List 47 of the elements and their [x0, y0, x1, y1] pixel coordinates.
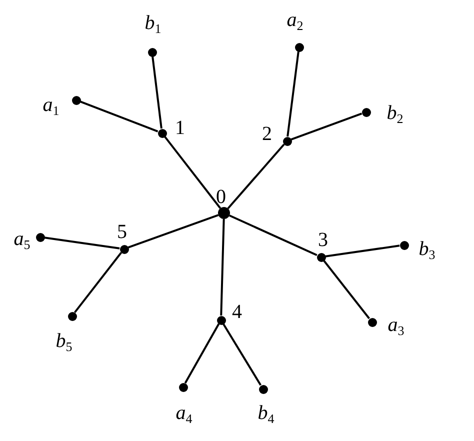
vertex-dot — [158, 128, 166, 138]
edge-line — [80, 100, 158, 132]
vertex-dot — [178, 382, 188, 392]
edge-line — [152, 56, 162, 129]
vertex-label: a$_{1}$ — [42, 95, 60, 117]
vertex-label: 5 — [117, 222, 127, 242]
vertex-dot — [400, 240, 408, 250]
edge-line — [74, 252, 122, 314]
vertex-label: a$_{2}$ — [286, 10, 304, 32]
vertex-dot — [258, 384, 268, 394]
vertex-label: a$_{5}$ — [14, 229, 30, 251]
vertex-label: 3 — [318, 230, 328, 250]
vertex-dot — [368, 318, 376, 326]
vertex-label: b$_{5}$ — [56, 331, 72, 353]
vertex-dot — [148, 48, 156, 56]
vertex-dot — [120, 244, 128, 254]
vertex-dot — [216, 316, 226, 324]
edge-line — [325, 244, 400, 258]
vertex-label: 1 — [175, 118, 185, 138]
vertex-label: 2 — [262, 124, 272, 144]
edge-line — [220, 218, 225, 316]
vertex-label: a$_{4}$ — [176, 403, 192, 425]
edge-line — [44, 236, 120, 250]
edge-line — [323, 260, 370, 320]
edge-line — [227, 144, 285, 210]
vertex-dot — [68, 312, 76, 320]
vertex-label: 4 — [232, 302, 242, 322]
vertex-label: b$_{1}$ — [144, 13, 162, 35]
edge-line — [290, 112, 362, 140]
vertex-label: 0 — [216, 187, 226, 207]
edge-line — [229, 214, 318, 256]
edge-line — [222, 323, 262, 386]
vertex-dot — [218, 207, 230, 219]
edge-line — [128, 214, 219, 248]
vertex-label: a$_{3}$ — [388, 315, 404, 337]
edge-line — [286, 51, 300, 137]
edge-line — [164, 136, 222, 209]
edge-line — [184, 323, 220, 384]
vertex-label: b$_{4}$ — [258, 403, 274, 425]
vertex-dot — [294, 42, 304, 52]
vertex-dot — [316, 252, 326, 262]
vertex-dot — [362, 108, 370, 116]
vertex-dot — [72, 96, 80, 104]
vertex-label: b$_{2}$ — [386, 103, 404, 125]
vertex-label: b$_{3}$ — [418, 239, 436, 261]
vertex-dot — [36, 232, 44, 242]
vertex-dot — [282, 136, 292, 146]
